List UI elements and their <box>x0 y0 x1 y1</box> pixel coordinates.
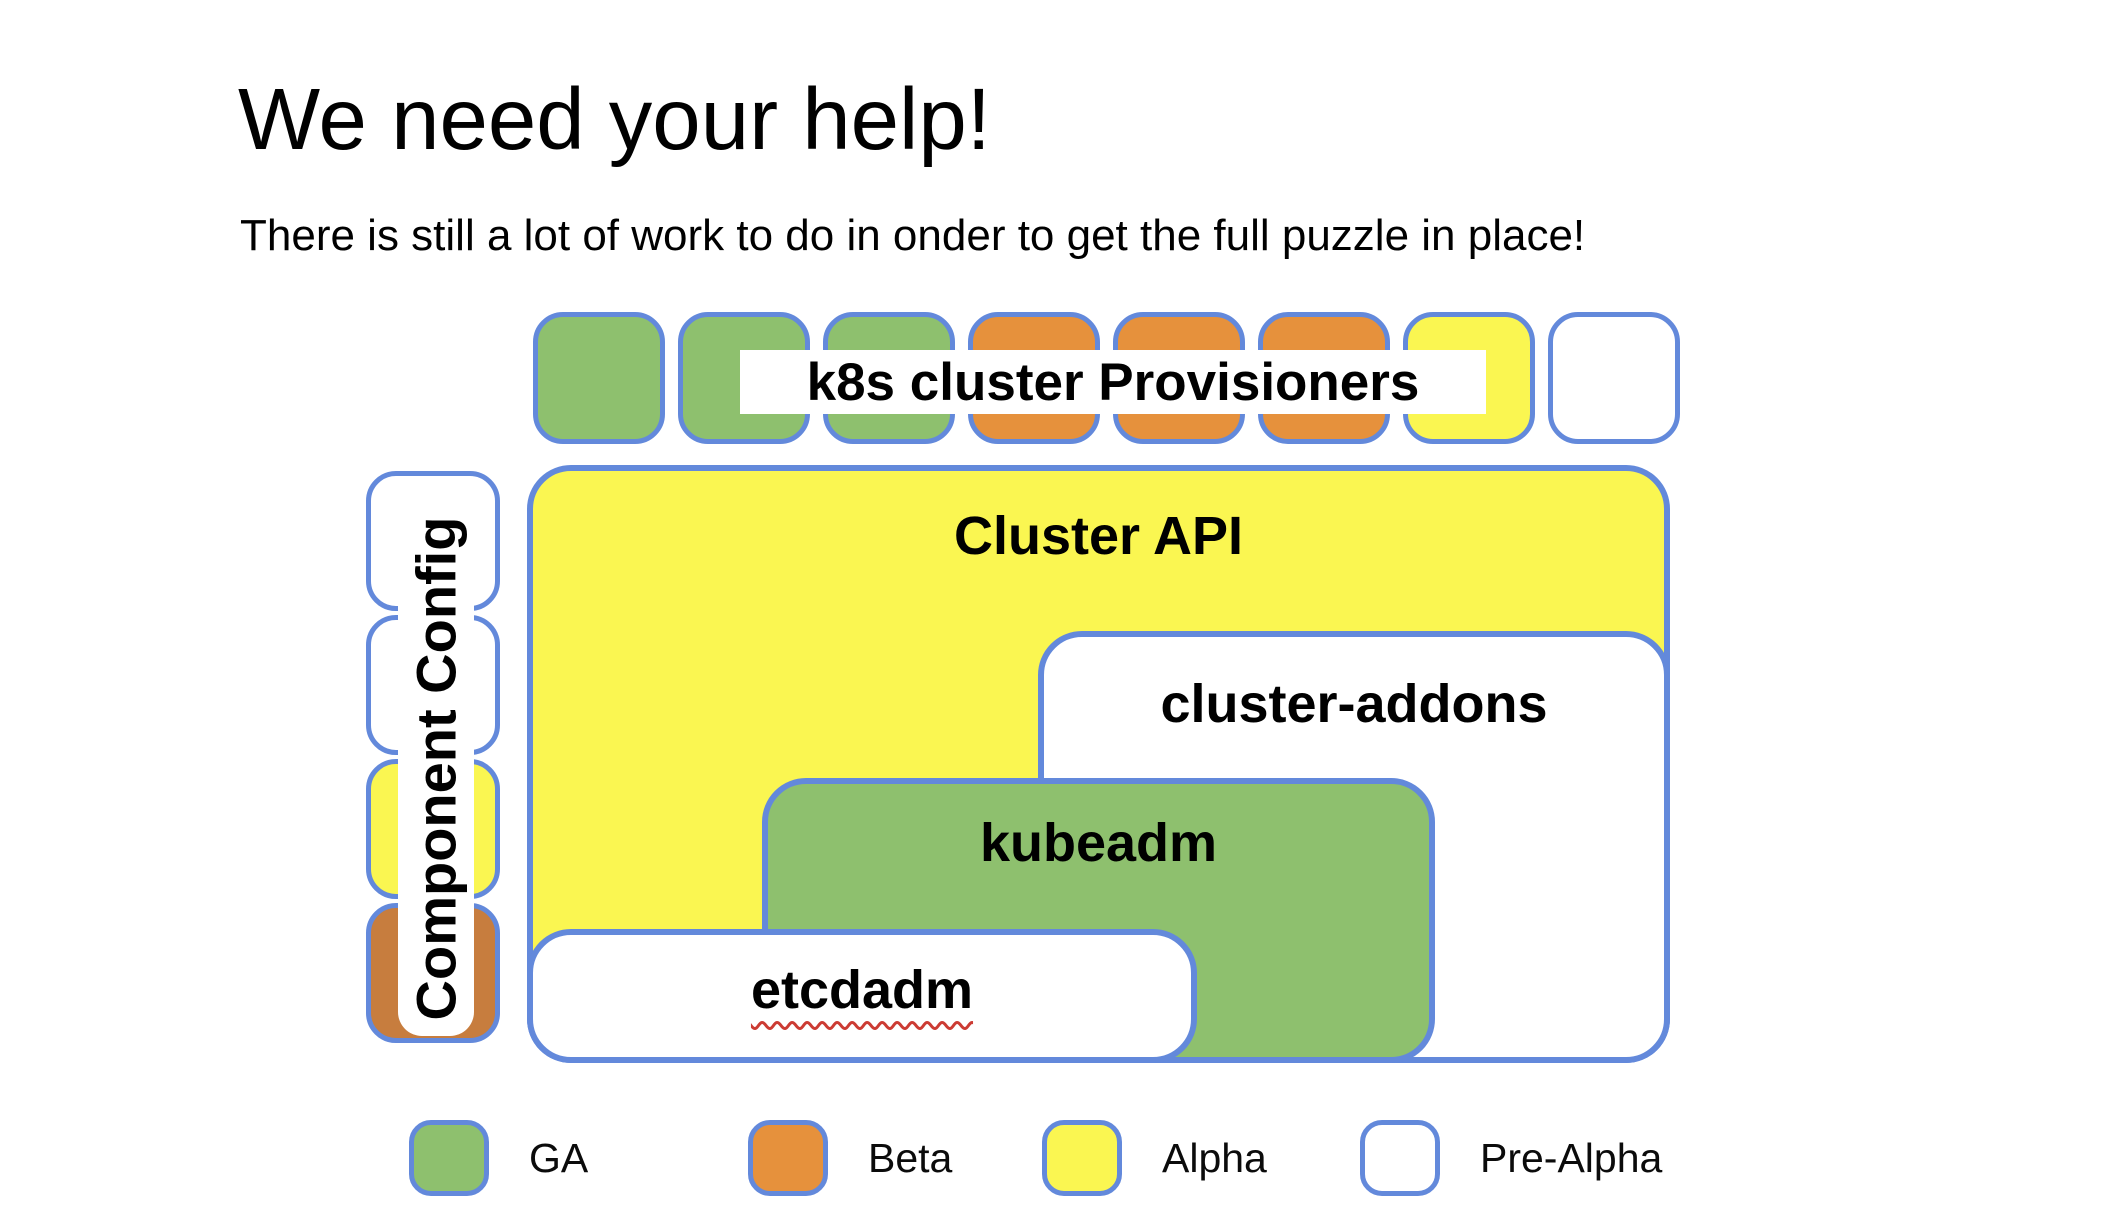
legend-item-beta: Beta <box>748 1118 952 1198</box>
provisioner-square-pre-alpha <box>1548 312 1680 444</box>
provisioner-square-ga <box>533 312 665 444</box>
legend-swatch-ga <box>409 1120 489 1196</box>
legend-label: Beta <box>868 1134 953 1181</box>
etcdadm-box: etcdadm <box>527 929 1197 1063</box>
cluster-api-label: Cluster API <box>953 506 1244 566</box>
legend-item-pre-alpha: Pre-Alpha <box>1360 1118 1662 1198</box>
kubeadm-label: kubeadm <box>979 813 1218 873</box>
legend-label: GA <box>529 1134 589 1181</box>
legend-label: Alpha <box>1162 1134 1267 1181</box>
page-subtitle: There is still a lot of work to do in on… <box>240 211 1586 260</box>
page-title: We need your help! <box>238 71 991 169</box>
etcdadm-label: etcdadm <box>750 960 974 1020</box>
legend-item-alpha: Alpha <box>1042 1118 1267 1198</box>
legend-swatch-beta <box>748 1120 828 1196</box>
legend-swatch-pre-alpha <box>1360 1120 1440 1196</box>
component-config-label-band: Component Config <box>398 500 474 1036</box>
provisioners-label-band: k8s cluster Provisioners <box>740 350 1486 414</box>
legend-item-ga: GA <box>409 1118 588 1198</box>
cluster-addons-label: cluster-addons <box>1160 674 1548 734</box>
legend-swatch-alpha <box>1042 1120 1122 1196</box>
legend-label: Pre-Alpha <box>1480 1134 1663 1181</box>
component-config-label: Component Config <box>404 516 468 1020</box>
provisioners-label: k8s cluster Provisioners <box>806 352 1420 412</box>
